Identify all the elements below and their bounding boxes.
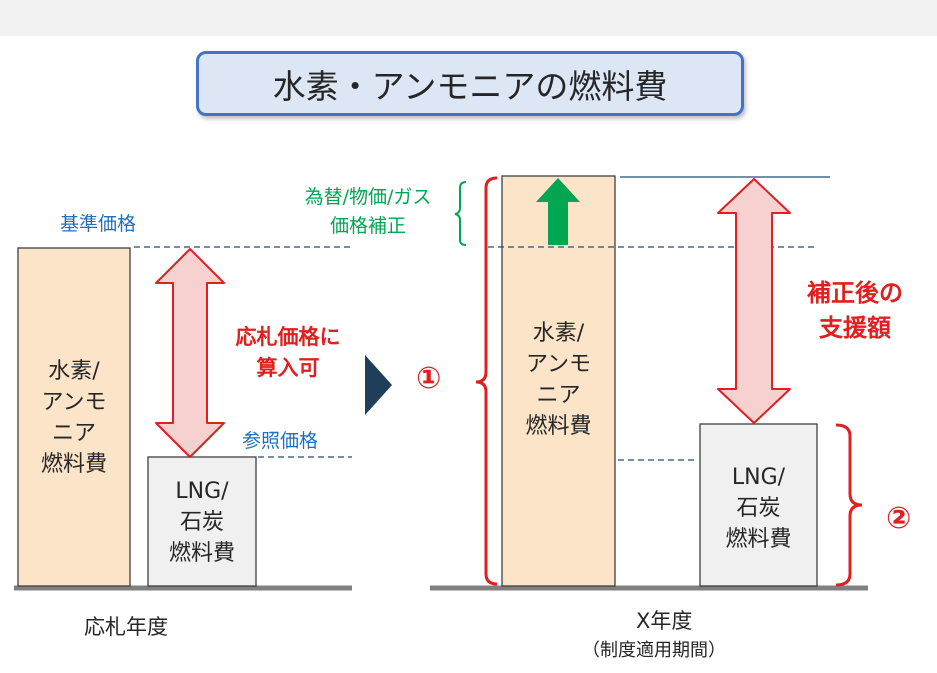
right-x-label: X年度	[636, 609, 693, 633]
top-band	[0, 0, 937, 36]
page-title: 水素・アンモニアの燃料費	[196, 51, 744, 116]
correction-line: 価格補正	[329, 215, 406, 237]
support-line: 補正後の	[807, 279, 903, 307]
bid-note-line: 算入可	[256, 356, 320, 380]
bid-double-arrow	[155, 248, 225, 458]
ref-price-label: 参照価格	[242, 430, 319, 452]
bar-label-line: 石炭	[736, 496, 781, 521]
bar-label-line: 燃料費	[40, 452, 107, 477]
base-price-label: 基準価格	[60, 213, 137, 235]
correction-line: 為替/物価/ガス	[304, 186, 432, 208]
bar-label-line: ニア	[51, 421, 96, 446]
bar-label-line: アンモ	[41, 390, 107, 415]
bar-label-line: LNG/	[731, 465, 786, 490]
correction-label: 為替/物価/ガス 価格補正	[282, 183, 454, 241]
bid-note: 応札価格に 算入可	[218, 322, 358, 384]
support-double-arrow	[717, 178, 791, 424]
correction-bracket	[454, 181, 467, 246]
bar-label-line: 水素/	[532, 321, 585, 346]
bar-label-line: ニア	[536, 383, 581, 408]
left-h2-bar-label: 水素/ アンモ ニア 燃料費	[18, 356, 130, 480]
bar-label-line: 燃料費	[525, 414, 592, 439]
left-x-label: 応札年度	[84, 615, 168, 639]
bar-label-line: 水素/	[48, 359, 100, 384]
left-lng-bar-label: LNG/ 石炭 燃料費	[148, 476, 256, 569]
bracket-two	[835, 423, 863, 587]
bar-label-line: アンモ	[525, 352, 592, 377]
bracket-one	[475, 176, 498, 586]
bar-label-line: 燃料費	[168, 541, 235, 566]
left-h2-bar	[17, 247, 131, 587]
right-lng-bar	[699, 423, 818, 587]
bar-label-line: 燃料費	[725, 527, 792, 552]
marker-two: ②	[886, 501, 912, 536]
support-line: 支援額	[819, 314, 891, 342]
marker-one: ①	[416, 361, 442, 396]
right-x-sublabel: （制度適用期間）	[582, 640, 726, 661]
bid-note-line: 応札価格に	[235, 325, 341, 349]
support-amount-label: 補正後の 支援額	[790, 276, 920, 346]
bar-label-line: LNG/	[175, 479, 229, 504]
green-up-arrow-icon	[536, 178, 580, 245]
transition-arrow-icon	[365, 355, 392, 415]
right-lng-bar-label: LNG/ 石炭 燃料費	[700, 462, 817, 555]
right-h2-bar-label: 水素/ アンモ ニア 燃料費	[502, 318, 615, 442]
left-lng-bar	[147, 456, 257, 587]
bar-label-line: 石炭	[179, 510, 224, 535]
